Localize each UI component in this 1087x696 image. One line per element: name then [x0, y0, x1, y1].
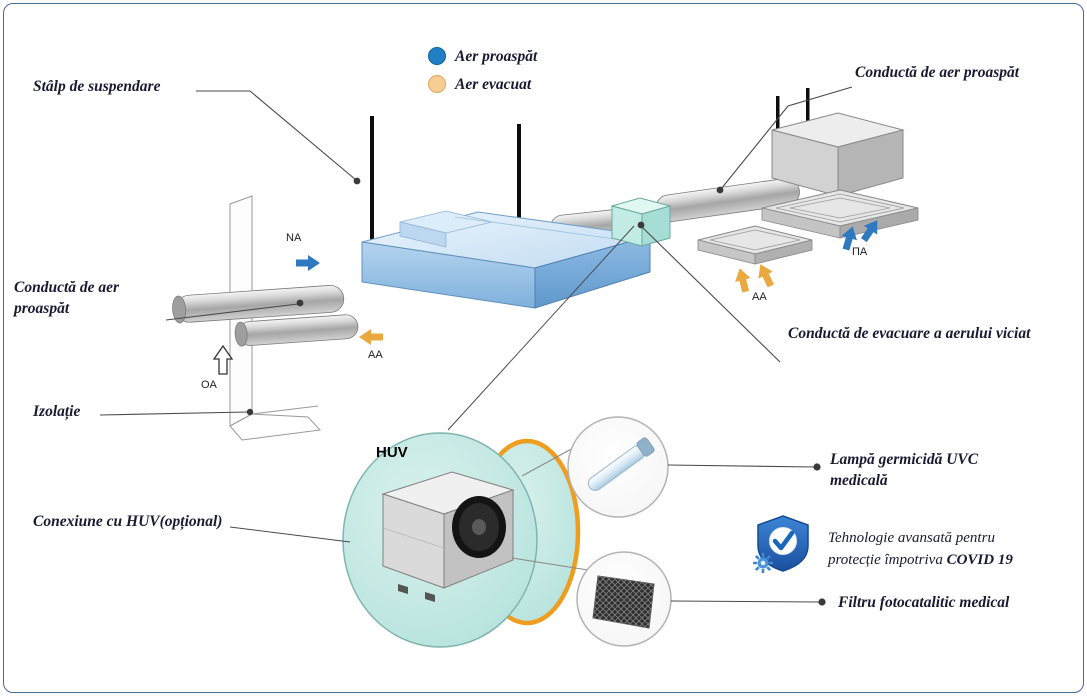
huv-fan-unit	[381, 471, 515, 602]
flow-label-pa: ПА	[852, 246, 868, 258]
suspension-rods	[370, 88, 810, 240]
label-fresh-air-duct-left: Conductă de aer proaspăt	[14, 279, 120, 317]
exhaust-arrows-aa-right	[734, 264, 774, 293]
flow-label-aa-left: AA	[368, 349, 383, 361]
supply-duct-left	[172, 284, 345, 324]
huv-inline-section	[610, 197, 672, 247]
covid-shield-icon	[753, 515, 809, 573]
label-photocatalytic-filter: Filtru fotocatalitic medical	[838, 594, 1010, 611]
label-exhaust-air-duct: Conductă de evacuare a aerului viciat	[788, 325, 1031, 342]
fresh-air-arrow-na	[296, 255, 320, 271]
label-suspension-pole: Stâlp de suspendare	[33, 78, 161, 95]
label-covid-line2: protecție împotriva COVID 19	[828, 550, 1013, 570]
outdoor-air-arrow-oa	[212, 344, 234, 375]
huv-label: HUV	[376, 444, 408, 461]
fresh-air-legend-dot	[428, 47, 446, 65]
label-covid-line2-bold: COVID 19	[946, 552, 1013, 568]
gear-icon	[753, 553, 773, 573]
return-duct-left	[234, 314, 359, 347]
label-huv-connection: Conexiune cu HUV(opțional)	[33, 513, 223, 530]
supply-arrows-pa	[841, 220, 878, 251]
legend-exhaust-air-label: Aer evacuat	[455, 76, 532, 93]
leader-dots	[246, 177, 826, 606]
label-fresh-air-duct-top-right: Conductă de aer proaspăt	[855, 64, 1020, 81]
ceiling-cassette-right	[761, 112, 919, 239]
label-covid-line2-prefix: protecție împotriva	[828, 552, 947, 568]
legend-dots	[428, 47, 446, 93]
filter-callout	[511, 551, 672, 647]
label-insulation: Izolație	[33, 403, 81, 420]
label-covid-line1: Tehnologie avansată pentru	[828, 530, 995, 546]
uvc-lamp-callout	[521, 416, 669, 518]
huv-detail	[342, 225, 635, 648]
uvc-lamp-tube	[587, 437, 655, 491]
legend-fresh-air-label: Aer proaspăt	[455, 48, 538, 65]
leader-lines	[99, 86, 853, 603]
flow-label-aa-right: AA	[752, 291, 767, 303]
flow-label-na: NA	[286, 232, 302, 244]
ceiling-cassette-middle	[697, 225, 813, 265]
exhaust-arrow-aa-left	[359, 329, 383, 345]
exhaust-air-legend-dot	[428, 75, 446, 93]
label-uvc-lamp: Lampă germicidă UVC medicală	[830, 451, 979, 489]
flow-label-oa: OA	[201, 379, 217, 391]
